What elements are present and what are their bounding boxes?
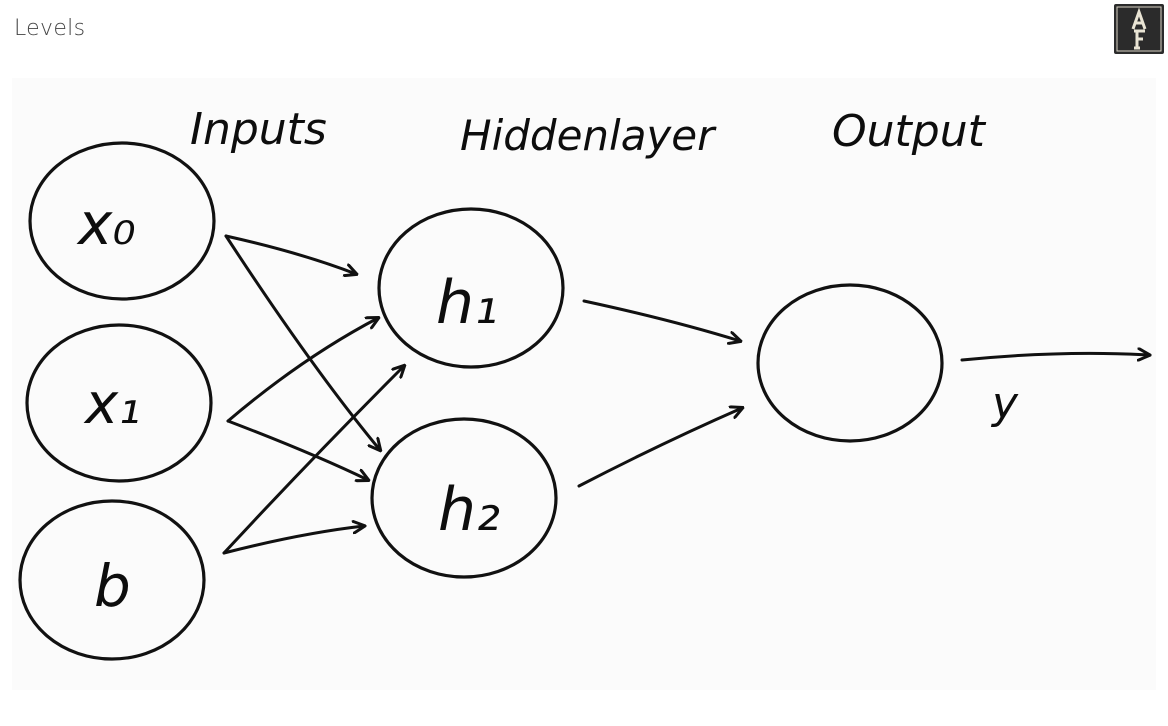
node-h2-label: h₂ (438, 475, 500, 545)
page-title: Levels (14, 16, 86, 41)
heading-hidden-layer: Hiddenlayer (460, 111, 717, 160)
edge-x1-h2 (226, 419, 368, 480)
node-b-circle (18, 499, 206, 661)
edge-b-h1 (222, 366, 404, 555)
node-x1-circle (25, 323, 213, 483)
edge-x0-h1 (224, 234, 356, 274)
node-x0-label: x₀ (76, 190, 136, 258)
node-output-circle (756, 283, 944, 443)
output-y-label: y (990, 378, 1019, 429)
node-h1-circle (377, 207, 565, 369)
edge-x1-h1 (226, 318, 378, 423)
edge-h2-output (577, 408, 742, 488)
edge-h1-output (582, 299, 740, 341)
node-b-label: b (94, 552, 131, 620)
logo (1114, 4, 1164, 54)
node-h2-circle (370, 417, 558, 579)
edge-x0-h2 (224, 234, 380, 450)
edge-output-y (960, 353, 1149, 360)
node-h1-label: h₁ (436, 268, 498, 338)
edge-b-h2 (222, 526, 364, 555)
diagram-canvas: Inputs Hiddenlayer Output x₀ x₁ b h₁ h₂ (12, 78, 1156, 690)
heading-output: Output (832, 106, 987, 157)
node-x0-circle (28, 141, 216, 301)
heading-inputs: Inputs (190, 104, 327, 155)
logo-icon (1116, 6, 1162, 52)
node-x1-label: x₁ (83, 372, 141, 437)
